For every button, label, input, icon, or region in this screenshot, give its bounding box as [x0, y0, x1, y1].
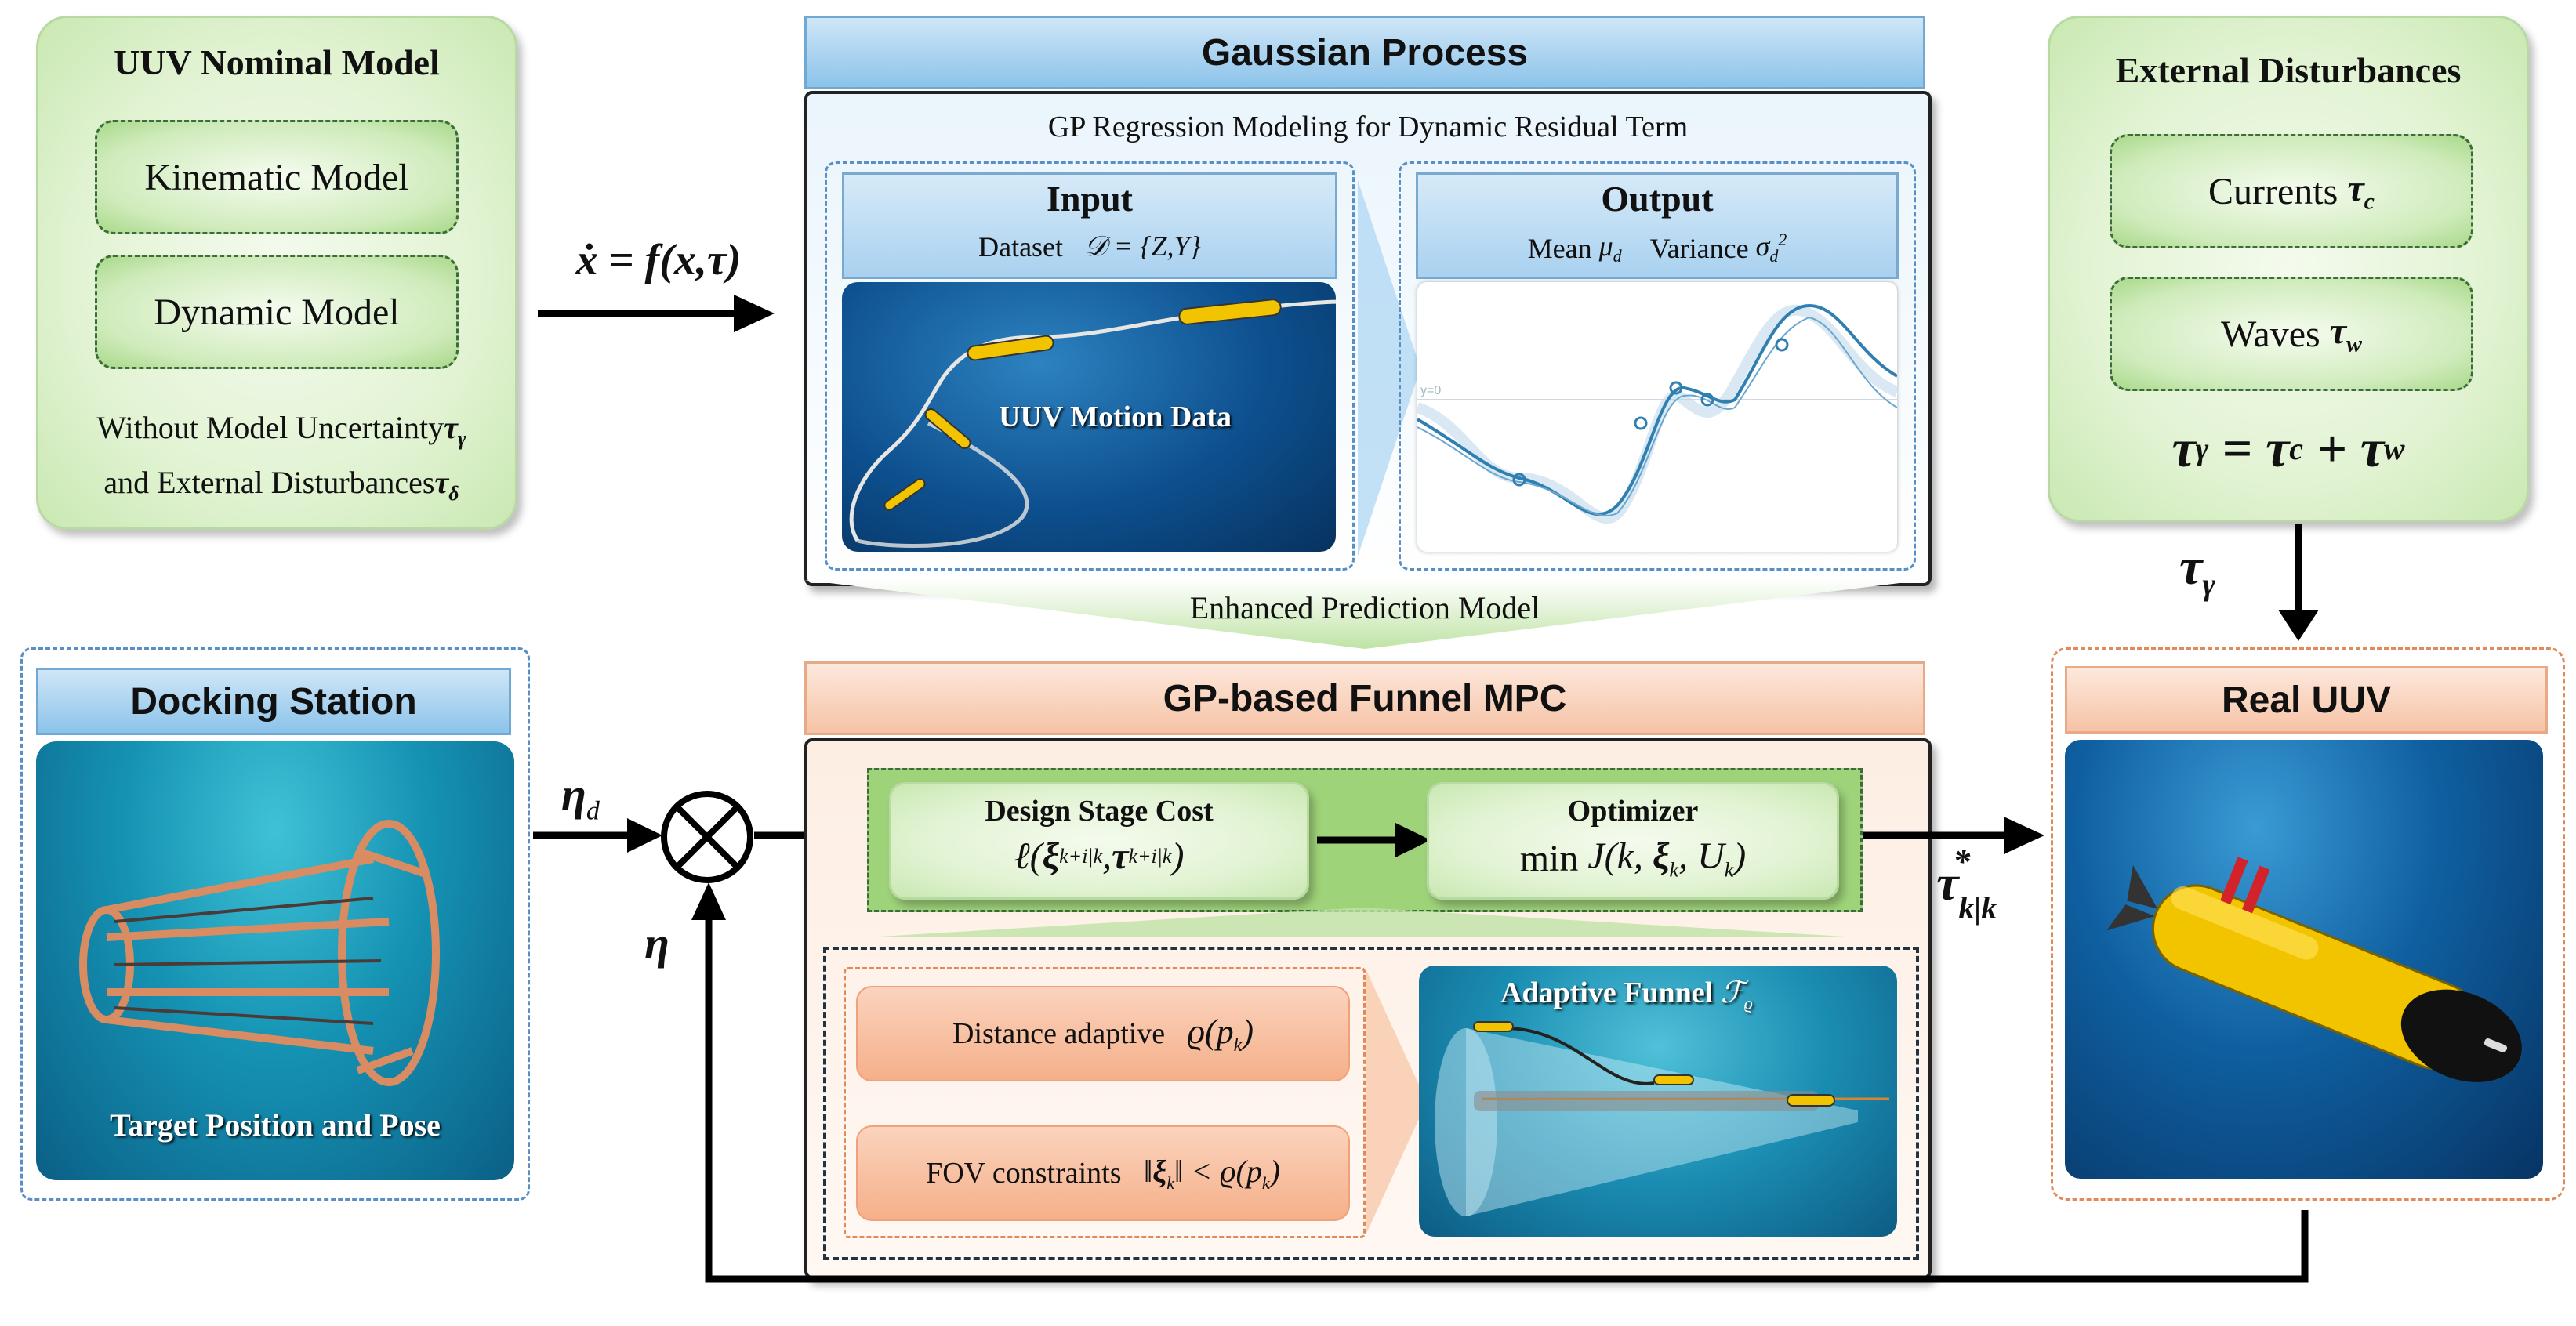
tau-gamma-symbol: τγ — [444, 410, 466, 450]
cost-to-optimizer-arrow — [1317, 823, 1431, 857]
kinematic-model-label: Kinematic Model — [144, 156, 409, 198]
real-uuv-illustration — [2106, 857, 2522, 1082]
optimizer-box: Optimizer min J(k, ξk, Uk) — [1427, 782, 1839, 900]
disturbances-title: External Disturbances — [2115, 50, 2462, 90]
constraint-to-cost-wedge — [867, 908, 1858, 937]
constraint-list-frame — [844, 967, 1366, 1238]
sigma-d-squared-symbol: σd2 — [1755, 230, 1787, 266]
currents-label: Currents — [2208, 170, 2338, 212]
nominal-model-note: Without Model Uncertaintyτγ and External… — [62, 406, 501, 516]
nominal-model-title: UUV Nominal Model — [114, 42, 440, 82]
optimizer-min-label: min — [1519, 837, 1579, 879]
eta-feedback-label: η — [644, 918, 669, 969]
adaptive-funnel-text: Adaptive Funnel — [1500, 976, 1714, 1009]
gp-dataset-row: Dataset 𝒟 = {Z,Y} — [844, 230, 1335, 263]
constraints-to-funnel-arrow — [1366, 969, 1427, 1235]
gp-input-to-output-arrow — [1358, 180, 1420, 556]
docking-cage-illustration — [79, 820, 440, 1086]
nominal-note-line1: Without Model Uncertainty — [96, 410, 444, 445]
dynamic-model-label: Dynamic Model — [154, 291, 400, 333]
tau-gamma-input-label: τγ — [2179, 538, 2215, 603]
gp-plot-zero-label: y=0 — [1420, 384, 1442, 397]
optimal-control-label: τk|k* — [1936, 842, 1997, 926]
enhanced-prediction-label: Enhanced Prediction Model — [1189, 590, 1540, 625]
tau-delta-symbol: τδ — [434, 465, 459, 505]
docking-station-caption: Target Position and Pose — [110, 1107, 441, 1143]
gp-dataset-label: Dataset — [978, 230, 1064, 263]
eta-d-symbol: η — [561, 769, 586, 820]
dynamic-model-pill: Dynamic Model — [95, 255, 459, 369]
system-equation: ẋ = f(x,τ) — [575, 236, 742, 284]
real-uuv-image — [2065, 740, 2543, 1179]
gp-mean-label: Mean — [1527, 232, 1592, 264]
gp-dataset-expr: 𝒟 = {Z,Y} — [1084, 230, 1201, 262]
uuv-nominal-model-box: UUV Nominal Model Kinematic Model Dynami… — [36, 16, 517, 530]
tau-w-symbol: τw — [2329, 310, 2363, 357]
control-output-arrow — [1863, 817, 2044, 854]
nominal-note-line2: and External Disturbances — [103, 465, 435, 500]
adaptive-funnel-illustration — [1435, 1021, 1889, 1216]
fov-constraints-pill: FOV constraints ‖ξk‖ < ϱ(pk) — [856, 1125, 1350, 1221]
adaptive-funnel-label: Adaptive Funnel ℱϱ — [1500, 976, 1753, 1013]
kinematic-model-pill: Kinematic Model — [95, 120, 459, 234]
summing-junction — [661, 791, 753, 883]
funnel-constraint-frame — [823, 947, 1919, 1260]
optimizer-expression: min J(k, ξk, Uk) — [1519, 835, 1747, 882]
funnel-mpc-header: GP-based Funnel MPC — [804, 661, 1925, 735]
distance-adaptive-label: Distance adaptive — [952, 1017, 1166, 1050]
gp-input-title: Input — [1047, 179, 1133, 219]
mu-d-symbol: μd — [1598, 230, 1622, 266]
optimizer-title: Optimizer — [1567, 795, 1699, 828]
feedback-loop-line — [691, 882, 2309, 1283]
docking-station-frame — [20, 647, 530, 1201]
design-stage-cost-title: Design Stage Cost — [985, 795, 1214, 828]
disturbance-to-uuv-arrow — [2278, 524, 2319, 641]
waves-pill: Waves τw — [2110, 277, 2473, 391]
gp-output-frame — [1399, 161, 1916, 571]
gp-regression-curves — [1417, 303, 1897, 524]
tau-c-symbol: τc — [2347, 168, 2375, 215]
uuv-motion-trajectory — [849, 299, 1336, 549]
gp-output-header: Output Mean μd Variance σd2 — [1416, 172, 1899, 279]
currents-pill: Currents τc — [2110, 134, 2473, 248]
docking-station-image: Target Position and Pose — [36, 741, 514, 1180]
eta-d-label: ηd — [561, 769, 600, 826]
gp-output-plot: y=0 — [1417, 282, 1897, 552]
reference-arrow — [533, 818, 662, 853]
gp-mean-variance-row: Mean μd Variance σd2 — [1418, 230, 1896, 266]
gp-output-title: Output — [1601, 179, 1714, 219]
enhanced-prediction-arrow — [804, 580, 1925, 649]
gp-subtitle: GP Regression Modeling for Dynamic Resid… — [1047, 110, 1689, 143]
gp-variance-label: Variance — [1649, 232, 1749, 264]
real-uuv-frame — [2051, 647, 2565, 1201]
docking-station-header: Docking Station — [36, 668, 511, 735]
gaussian-process-header: Gaussian Process — [804, 16, 1925, 89]
uuv-motion-label: UUV Motion Data — [999, 400, 1232, 433]
gp-input-frame — [825, 161, 1355, 571]
real-uuv-header: Real UUV — [2065, 666, 2548, 734]
external-disturbances-box: External Disturbances Currents τc Waves … — [2048, 16, 2529, 522]
adaptive-funnel-image: Adaptive Funnel ℱϱ — [1419, 966, 1897, 1237]
gp-input-header: Input Dataset 𝒟 = {Z,Y} — [842, 172, 1337, 279]
uuv-motion-image: UUV Motion Data — [842, 282, 1336, 552]
fov-constraints-label: FOV constraints — [926, 1157, 1122, 1190]
distance-adaptive-pill: Distance adaptive ϱ(pk) — [856, 986, 1350, 1081]
nominal-to-gp-arrow — [538, 295, 775, 332]
waves-label: Waves — [2220, 313, 2320, 355]
gp-panel: GP Regression Modeling for Dynamic Resid… — [804, 91, 1932, 586]
